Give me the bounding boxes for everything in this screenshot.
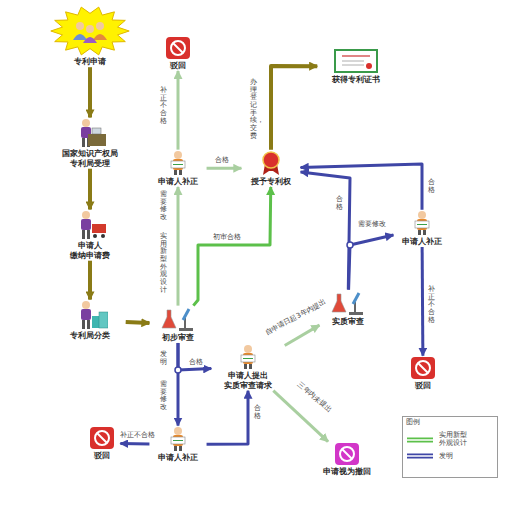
reject-icon bbox=[410, 356, 436, 380]
withdraw-node: 申请视为撤回 bbox=[312, 442, 382, 477]
edge-label: 需要修改 bbox=[160, 190, 167, 223]
reject-node: 驳回 bbox=[84, 426, 120, 461]
edge-label: 补正不合格 bbox=[119, 432, 156, 440]
micro-icon bbox=[161, 306, 195, 332]
flow-arrow bbox=[120, 442, 149, 445]
legend-row: 实用新型 外观设计 bbox=[407, 432, 493, 447]
flow-arrow bbox=[88, 169, 92, 210]
reject-node: 驳回 bbox=[160, 36, 196, 71]
withdraw-icon bbox=[334, 442, 360, 466]
edge-label: 合格 bbox=[214, 157, 230, 165]
node-label: 授予专利权 bbox=[251, 177, 291, 187]
node-label: 驳回 bbox=[170, 61, 186, 71]
node-label: 实质审查 bbox=[332, 317, 364, 327]
edge-label: 补正不合格 bbox=[160, 86, 167, 126]
process-node: 申请人 缴纳申请费 bbox=[60, 210, 120, 260]
person-icon bbox=[407, 210, 437, 236]
flow-arrow bbox=[301, 164, 422, 210]
legend-line-sample bbox=[407, 436, 433, 444]
legend-text: 实用新型 外观设计 bbox=[439, 432, 479, 447]
edge-label: 办理登记手续，交费 bbox=[250, 78, 257, 142]
node-label: 专利局分类 bbox=[70, 331, 110, 341]
flow-arrow bbox=[421, 247, 425, 356]
applicant-node: 申请人提出 实质审查请求 bbox=[212, 344, 284, 390]
edge-label: 初审合格 bbox=[212, 234, 242, 242]
node-label: 申请人补正 bbox=[158, 453, 198, 463]
ribbon-icon bbox=[256, 150, 286, 176]
node-label: 驳回 bbox=[94, 451, 110, 461]
edge-label: 合格 bbox=[428, 178, 435, 195]
edge-label: 合格 bbox=[254, 404, 261, 421]
pay-icon bbox=[72, 210, 108, 240]
flow-arrow bbox=[177, 187, 180, 306]
flow-arrow bbox=[193, 187, 270, 306]
burst-icon bbox=[50, 6, 130, 56]
node-label: 初步审查 bbox=[162, 333, 194, 343]
node-label: 专利申请 bbox=[74, 57, 106, 67]
review-node: 初步审查 bbox=[150, 306, 206, 343]
sort-icon bbox=[72, 300, 108, 330]
path-note: 实用新型外观设计 bbox=[160, 232, 167, 296]
reject-icon bbox=[165, 36, 191, 60]
desk-icon bbox=[72, 118, 108, 148]
flow-arrow bbox=[178, 343, 211, 370]
grant-node: 授予专利权 bbox=[242, 150, 300, 187]
legend-title: 图例 bbox=[405, 419, 421, 427]
edge-label: 补正不合格 bbox=[428, 285, 435, 325]
applicant-node: 申请人补正 bbox=[150, 150, 206, 187]
person-icon bbox=[163, 426, 193, 452]
node-label: 驳回 bbox=[415, 381, 431, 391]
office-node: 国家知识产权局 专利局受理 bbox=[50, 118, 130, 168]
certificate-node: 获得专利证书 bbox=[318, 48, 394, 85]
flow-arrow bbox=[207, 391, 248, 445]
flow-arrow bbox=[126, 322, 150, 323]
person-icon bbox=[233, 344, 263, 370]
applicant-node: 申请人补正 bbox=[150, 426, 206, 463]
flow-arrow bbox=[177, 343, 180, 426]
edge-label: 自申请日起3年内提出 bbox=[264, 298, 329, 337]
flow-arrow bbox=[177, 71, 180, 150]
flow-arrow bbox=[301, 172, 350, 290]
applicant-node: 申请人补正 bbox=[394, 210, 450, 247]
junction-dot bbox=[175, 367, 181, 373]
flow-arrow bbox=[271, 66, 317, 150]
node-label: 国家知识产权局 专利局受理 bbox=[50, 149, 130, 168]
person-icon bbox=[163, 150, 193, 176]
start-node: 专利申请 bbox=[45, 6, 135, 67]
path-note: 发明 bbox=[160, 350, 167, 367]
flow-arrow bbox=[285, 325, 320, 345]
micro-icon bbox=[331, 290, 365, 316]
node-label: 申请人补正 bbox=[158, 177, 198, 187]
node-label: 获得专利证书 bbox=[332, 75, 380, 85]
reject-node: 驳回 bbox=[405, 356, 441, 391]
edge-label: 需要修改 bbox=[357, 221, 387, 229]
legend-line-sample bbox=[407, 452, 433, 460]
flow-arrow bbox=[207, 167, 242, 170]
legend-text: 发明 bbox=[439, 453, 479, 461]
edge-label: 三年内未提出 bbox=[295, 381, 334, 415]
flow-arrow bbox=[88, 67, 92, 117]
node-label: 申请视为撤回 bbox=[323, 467, 371, 477]
flow-arrow bbox=[88, 261, 92, 300]
flow-arrow bbox=[349, 235, 394, 290]
review-node: 实质审查 bbox=[320, 290, 376, 327]
process-node: 专利局分类 bbox=[55, 300, 125, 341]
node-label: 申请人 缴纳申请费 bbox=[60, 241, 120, 260]
reject-icon bbox=[89, 426, 115, 450]
cert-icon bbox=[334, 48, 378, 74]
junction-dot bbox=[347, 242, 353, 248]
legend-row: 发明 bbox=[407, 452, 493, 460]
edge-label: 合格 bbox=[336, 195, 343, 212]
node-label: 申请人提出 实质审查请求 bbox=[212, 371, 284, 390]
edge-label: 需要修改 bbox=[160, 380, 167, 413]
node-label: 申请人补正 bbox=[402, 237, 442, 247]
edge-label: 合格 bbox=[188, 359, 204, 367]
